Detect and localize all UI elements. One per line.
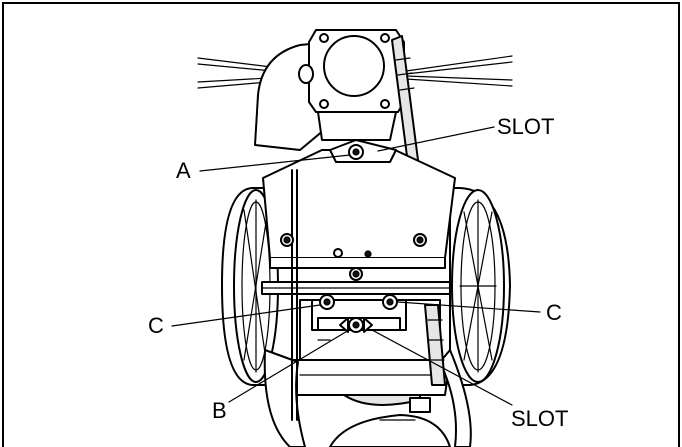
callouts: SLOT A C C B SLOT [148, 114, 568, 431]
label-c-left: C [148, 313, 164, 338]
right-wheel [449, 187, 511, 386]
left-wheel [221, 187, 279, 386]
slot-bottom-label: SLOT [511, 406, 568, 431]
body-cover [262, 139, 456, 269]
slot-top-label: SLOT [497, 114, 554, 139]
handle-rod [291, 169, 446, 421]
label-c-right: C [546, 300, 562, 325]
trimmer-head [254, 29, 419, 165]
fasteners [280, 144, 427, 333]
trimmer-line-strings [197, 55, 513, 89]
label-a: A [176, 158, 191, 183]
label-b: B [212, 398, 227, 423]
leader-lines [171, 126, 541, 406]
